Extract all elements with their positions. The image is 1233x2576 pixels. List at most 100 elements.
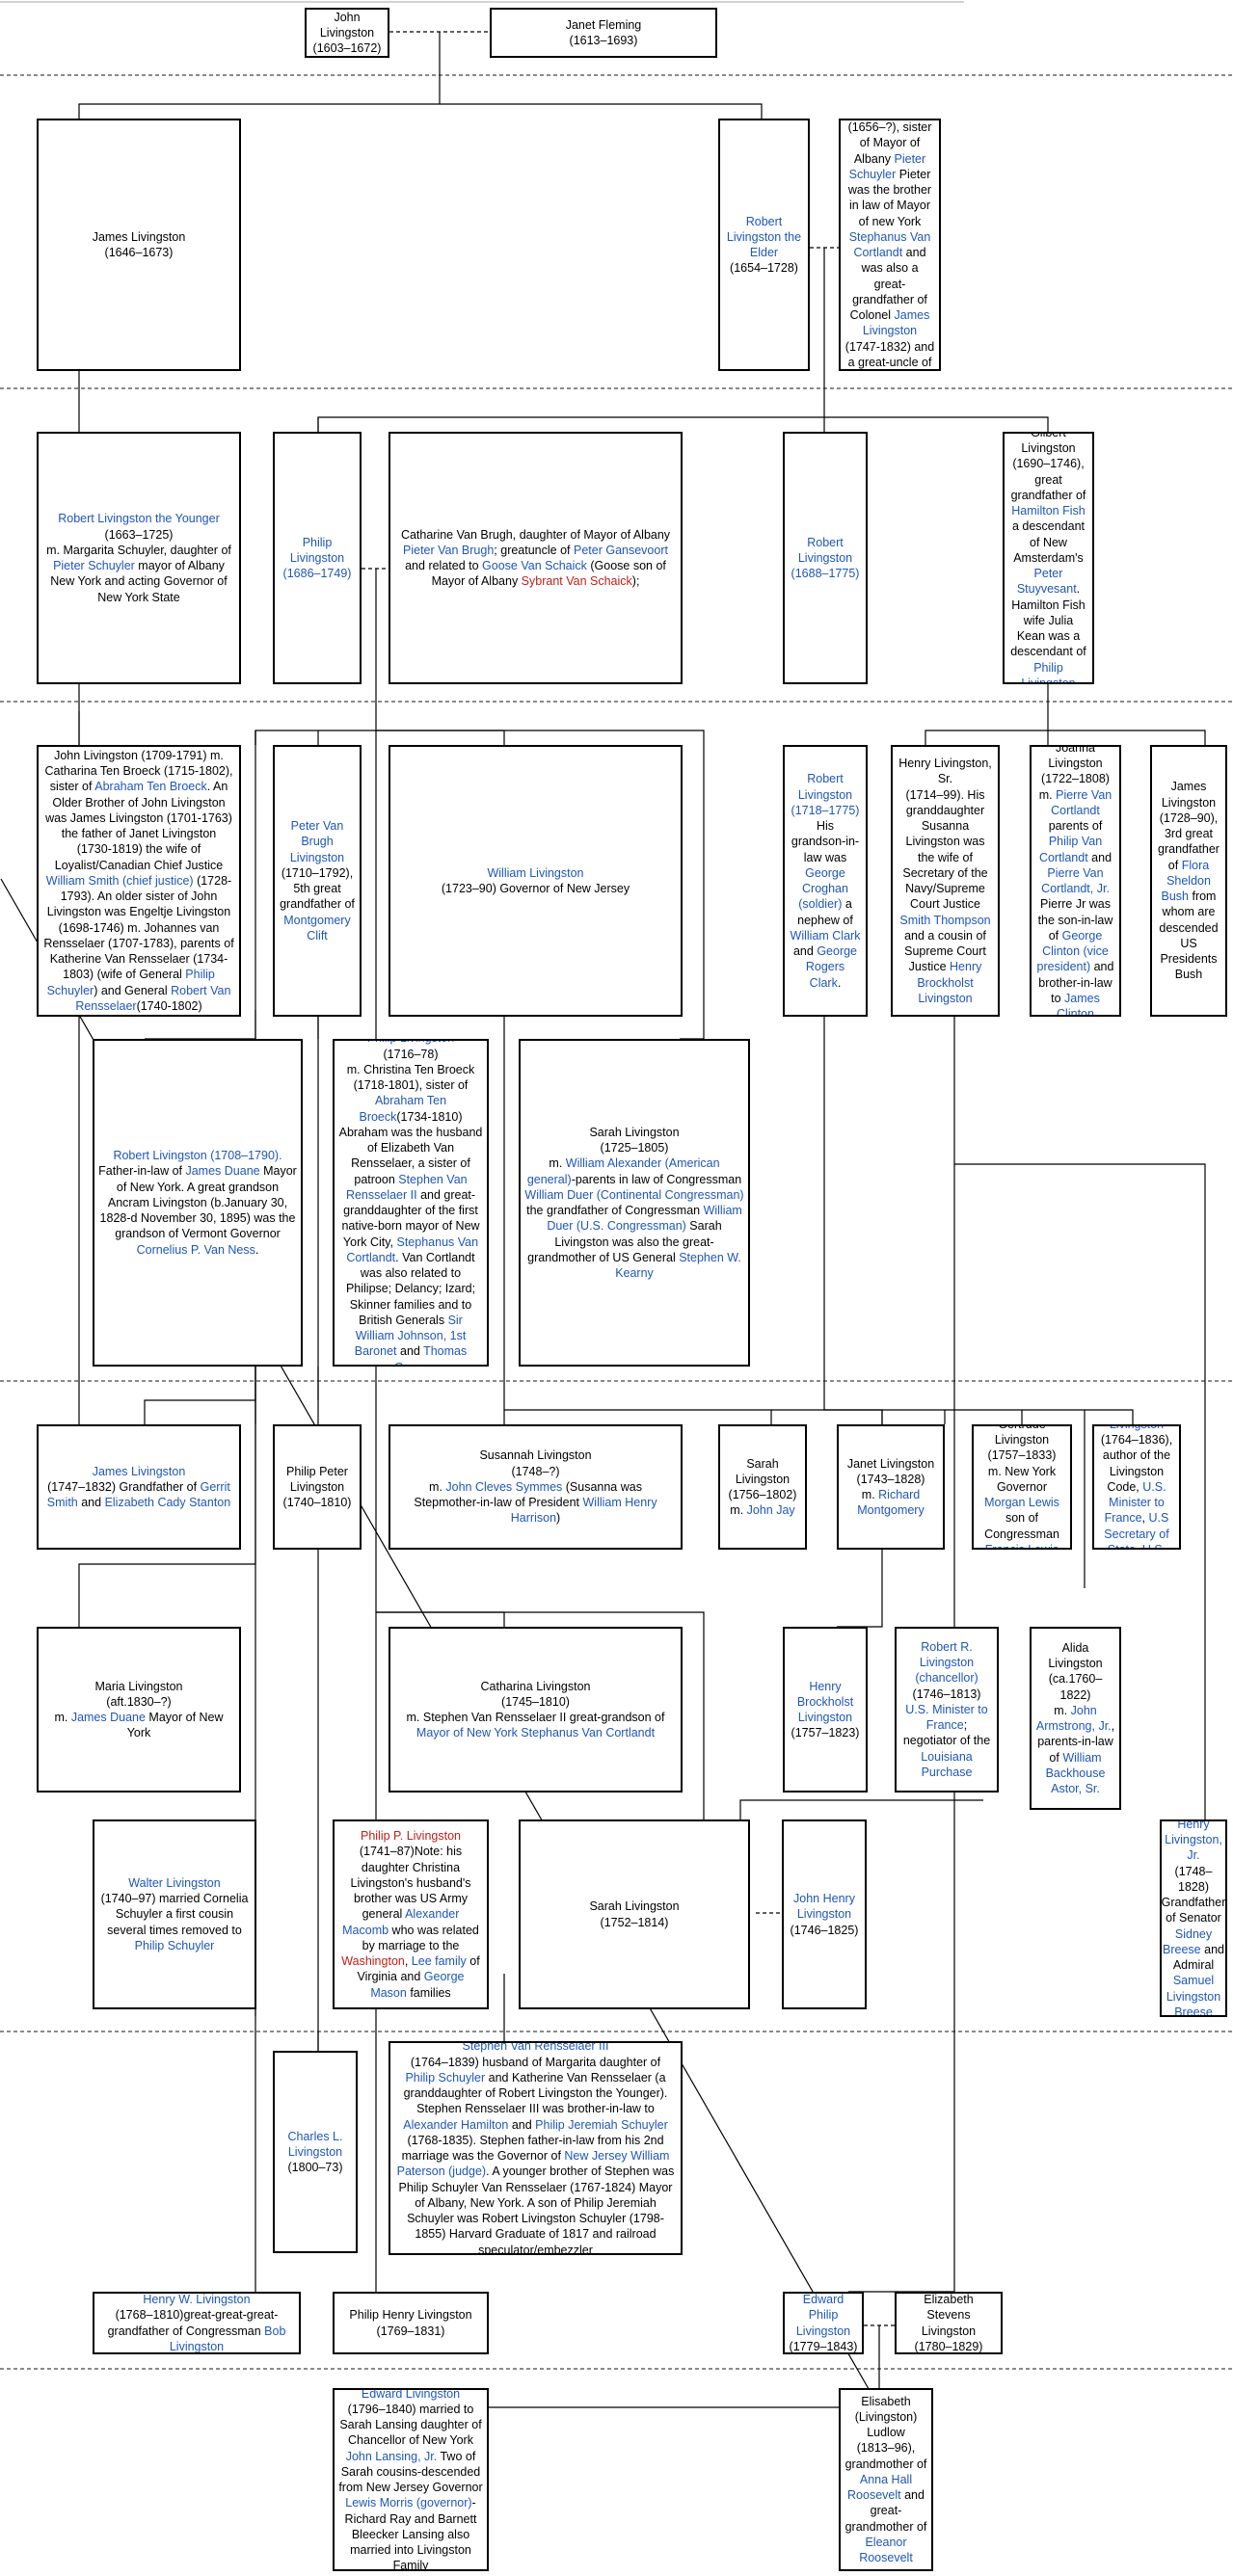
person-link[interactable]: Walter Livingston [128, 1875, 221, 1890]
person-link[interactable]: Stephen W. Kearny [615, 1250, 741, 1280]
person-link[interactable]: William Backhouse Astor, Sr. [1045, 1750, 1106, 1796]
person-link[interactable]: William Henry Harrison [510, 1496, 657, 1526]
person-link[interactable]: Morgan Lewis [984, 1496, 1059, 1510]
person-link[interactable]: Philip Van Cortlandt [1038, 835, 1103, 864]
person-link[interactable]: Pierre Van Cortlandt, Jr. [1041, 865, 1110, 895]
person-link[interactable]: Charles L. Livingston [287, 2129, 343, 2159]
person-link[interactable]: Richard Montgomery [857, 1488, 925, 1518]
person-link[interactable]: U.S. Minister to France [1104, 1479, 1166, 1526]
person-link[interactable]: Abraham Ten Broeck [94, 780, 207, 794]
person-link[interactable]: James Duane [185, 1164, 260, 1179]
person-link[interactable]: Edward Livingston [1110, 1426, 1164, 1431]
missing-page-link[interactable]: Philip P. Livingston [360, 1829, 461, 1844]
person-link[interactable]: John Armstrong, Jr. [1035, 1703, 1112, 1733]
person-link[interactable]: Pieter Van Brugh [403, 543, 495, 557]
person-link[interactable]: Philip Livingston [367, 1041, 454, 1045]
person-link[interactable]: Robert Van Rensselaer [75, 983, 231, 1013]
person-link[interactable]: Gerrit Smith [46, 1479, 230, 1510]
person-link[interactable]: Pieter Schuyler [848, 151, 926, 181]
person-link[interactable]: Peter Gansevoort [574, 543, 668, 557]
person-link[interactable]: Eleanor Roosevelt [859, 2535, 913, 2565]
person-link[interactable]: William Clark [790, 928, 861, 943]
person-link[interactable]: (1688–1775) [791, 567, 860, 581]
person-link[interactable]: Hamilton Fish [1011, 504, 1086, 518]
person-link[interactable]: Peter Stuyvesant [1016, 567, 1077, 597]
person-link[interactable]: Pieter Schuyler [53, 559, 135, 572]
person-link[interactable]: Philip Jeremiah Schuyler [535, 2117, 668, 2132]
person-link[interactable]: Alexander Macomb [342, 1907, 460, 1937]
person-link[interactable]: Lee family [411, 1954, 467, 1969]
person-link[interactable]: James Duane [70, 1711, 146, 1724]
person-link[interactable]: Philip Livingston [289, 535, 345, 565]
person-link[interactable]: Henry Brockholst Livingston [796, 1679, 854, 1725]
person-link[interactable]: (1686–1749) [282, 567, 352, 581]
person-link[interactable]: Henry Livingston, Jr. [1165, 1819, 1222, 1863]
person-link[interactable]: Bob Livingston [169, 2324, 286, 2353]
person-box-robert-r-livingston-chancellor: Robert R. Livingston (chancellor) (1746–… [895, 1627, 999, 1793]
person-link[interactable]: John Cleves Symmes [445, 1479, 563, 1494]
person-link[interactable]: James Clinton [1057, 991, 1100, 1017]
person-link[interactable]: Philip Schuyler [405, 2070, 486, 2085]
person-link[interactable]: Louisiana Purchase [921, 1749, 973, 1779]
person-link[interactable]: Anna Hall Roosevelt [847, 2472, 913, 2503]
person-link[interactable]: William Duer (U.S. Congressman) [547, 1204, 742, 1234]
person-link[interactable]: U.S. Senator [1141, 1542, 1166, 1550]
person-link[interactable]: Stephanus Van Cortlandt [346, 1235, 479, 1264]
person-link[interactable]: Stephen Van Rensselaer II [345, 1172, 468, 1202]
person-link[interactable]: Henry W. Livingston [143, 2293, 251, 2306]
person-link[interactable]: Edward Livingston [361, 2388, 461, 2401]
person-link[interactable]: William Livingston [487, 865, 584, 880]
person-link[interactable]: Philip Schuyler [46, 968, 215, 997]
person-link[interactable]: Robert Livingston the Younger [58, 512, 220, 526]
person-link[interactable]: Philip Livingston [1021, 660, 1076, 684]
person-link[interactable]: William Duer (Continental Congressman) [524, 1187, 744, 1202]
person-link[interactable]: Robert Livingston the Elder [726, 214, 802, 260]
person-link[interactable]: John Jay [746, 1503, 795, 1518]
person-link[interactable]: Francis Lewis [984, 1542, 1059, 1550]
person-link[interactable]: Montgomery Clift [283, 913, 351, 943]
person-link[interactable]: Elizabeth Cady Stanton [104, 1496, 231, 1510]
person-link[interactable]: U.S Secretary of State [1104, 1511, 1169, 1550]
person-link[interactable]: Henry Brockholst Livingston [917, 960, 982, 1005]
person-link[interactable]: Robert Livingston [797, 535, 853, 565]
person-link[interactable]: Edward Philip Livingston [795, 2293, 851, 2338]
person-link[interactable]: U.S. Minister to France [905, 1702, 988, 1733]
person-link[interactable]: Philip Schuyler [134, 1938, 215, 1952]
person-link[interactable]: Cornelius P. Van Ness [136, 1242, 255, 1257]
person-link[interactable]: Flora Sheldon Bush [1161, 858, 1211, 904]
missing-page-link[interactable]: Sybrant Van Schaick [521, 574, 632, 589]
person-link[interactable]: Goose Van Schaick [482, 559, 587, 572]
person-link[interactable]: Sir William Johnson, 1st Baronet [354, 1313, 467, 1359]
person-link[interactable]: James Livingston [92, 1464, 186, 1478]
person-link[interactable]: George Clinton (vice president) [1036, 928, 1109, 974]
person-link[interactable]: George Mason [370, 1970, 465, 2000]
person-link[interactable]: John Henry Livingston [793, 1892, 855, 1922]
person-text-run: families [406, 1985, 451, 2000]
person-link[interactable]: New Jersey William Paterson (judge) [396, 2149, 670, 2179]
person-link[interactable]: Pierre Van Cortlandt [1051, 787, 1112, 817]
person-link[interactable]: George Rogers Clark [805, 944, 858, 990]
person-link[interactable]: Stephanus Van Cortlandt [848, 229, 931, 259]
person-link[interactable]: Alexander Hamilton [403, 2117, 509, 2132]
person-link[interactable]: Peter Van Brugh Livingston [289, 819, 345, 864]
person-link[interactable]: Robert Livingston (1708–1790). [113, 1149, 282, 1163]
person-link[interactable]: Abraham Ten Broeck [359, 1094, 447, 1124]
person-link[interactable]: Mayor of New York Stephanus Van Cortland… [415, 1726, 656, 1740]
person-text-run: mayor of Albany New York and acting Gove… [50, 559, 228, 604]
person-link[interactable]: James Livingston [862, 308, 930, 338]
person-link[interactable]: Robert R. Livingston (chancellor) [915, 1639, 978, 1686]
person-text-run: His grandson-in-law was [791, 819, 860, 864]
person-link[interactable]: George Croghan (soldier) [798, 865, 848, 912]
person-link[interactable]: William Alexander (American general) [526, 1156, 720, 1186]
person-link[interactable]: William Smith (chief justice) [45, 873, 194, 888]
missing-page-link[interactable]: Washington [341, 1954, 405, 1969]
person-link[interactable]: Stephen Van Rensselaer III [462, 2041, 609, 2054]
person-link[interactable]: Thomas Gage [394, 1344, 468, 1365]
person-link[interactable]: Lewis Morris (governor) [345, 2496, 472, 2510]
person-text-run: (1779–1843) [789, 2339, 858, 2353]
person-link[interactable]: Samuel Livingston Breese [1166, 1974, 1221, 2017]
person-link[interactable]: Smith Thompson [899, 913, 991, 927]
person-link[interactable]: Sidney Breese [1163, 1926, 1213, 1956]
person-link[interactable]: Robert Livingston (1718–1775) [791, 772, 860, 817]
person-link[interactable]: John Lansing, Jr. [345, 2449, 438, 2463]
